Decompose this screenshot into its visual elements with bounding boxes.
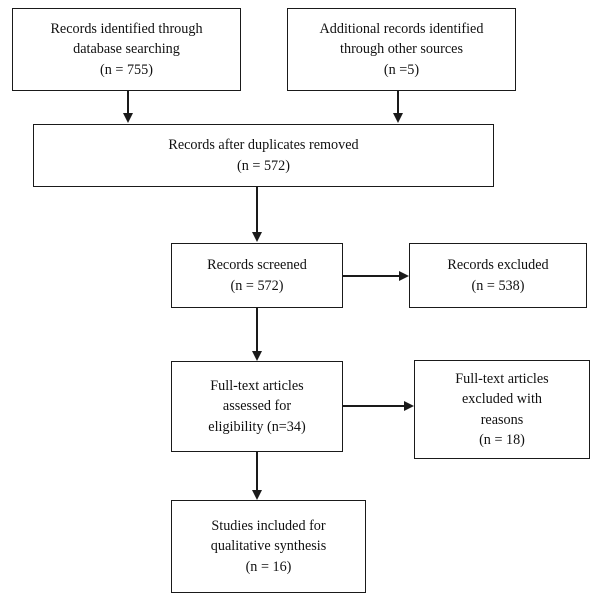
node-records-excluded: Records excluded (n = 538) — [409, 243, 587, 308]
edge-fulltext-to-excluded-line — [343, 405, 405, 407]
node-records-screened: Records screened (n = 572) — [171, 243, 343, 308]
node-additional-records-other-sources: Additional records identified through ot… — [287, 8, 516, 91]
node-records-identified-database-text: Records identified through database sear… — [50, 21, 203, 78]
edge-screened-to-fulltext-arrowhead — [251, 351, 262, 361]
edge-screened-to-excluded-line — [343, 275, 400, 277]
node-studies-included-text: Studies included for qualitative synthes… — [210, 518, 327, 575]
edge-dedup-to-screened-line — [256, 187, 258, 232]
edge-other-to-dedup-line — [397, 91, 399, 113]
edge-db-to-dedup-line — [127, 91, 129, 113]
node-records-identified-database: Records identified through database sear… — [12, 8, 241, 91]
edge-fulltext-to-included-arrowhead — [251, 490, 262, 500]
node-fulltext-excluded: Full-text articles excluded with reasons… — [414, 360, 590, 459]
edge-fulltext-to-excluded-arrowhead — [404, 400, 414, 411]
edge-db-to-dedup-arrowhead — [122, 113, 133, 123]
edge-screened-to-excluded-arrowhead — [399, 270, 409, 281]
node-studies-included: Studies included for qualitative synthes… — [171, 500, 366, 593]
node-fulltext-assessed-text: Full-text articles assessed for eligibil… — [208, 378, 306, 435]
node-records-after-duplicates-removed-text: Records after duplicates removed (n = 57… — [168, 137, 359, 174]
node-records-after-duplicates-removed: Records after duplicates removed (n = 57… — [33, 124, 494, 187]
edge-other-to-dedup-arrowhead — [392, 113, 403, 123]
node-fulltext-excluded-text: Full-text articles excluded with reasons… — [455, 371, 549, 448]
edge-screened-to-fulltext-line — [256, 308, 258, 351]
node-fulltext-assessed: Full-text articles assessed for eligibil… — [171, 361, 343, 452]
node-records-screened-text: Records screened (n = 572) — [207, 257, 307, 294]
edge-fulltext-to-included-line — [256, 452, 258, 490]
node-additional-records-other-sources-text: Additional records identified through ot… — [319, 21, 484, 78]
node-records-excluded-text: Records excluded (n = 538) — [447, 257, 549, 294]
edge-dedup-to-screened-arrowhead — [251, 232, 262, 242]
